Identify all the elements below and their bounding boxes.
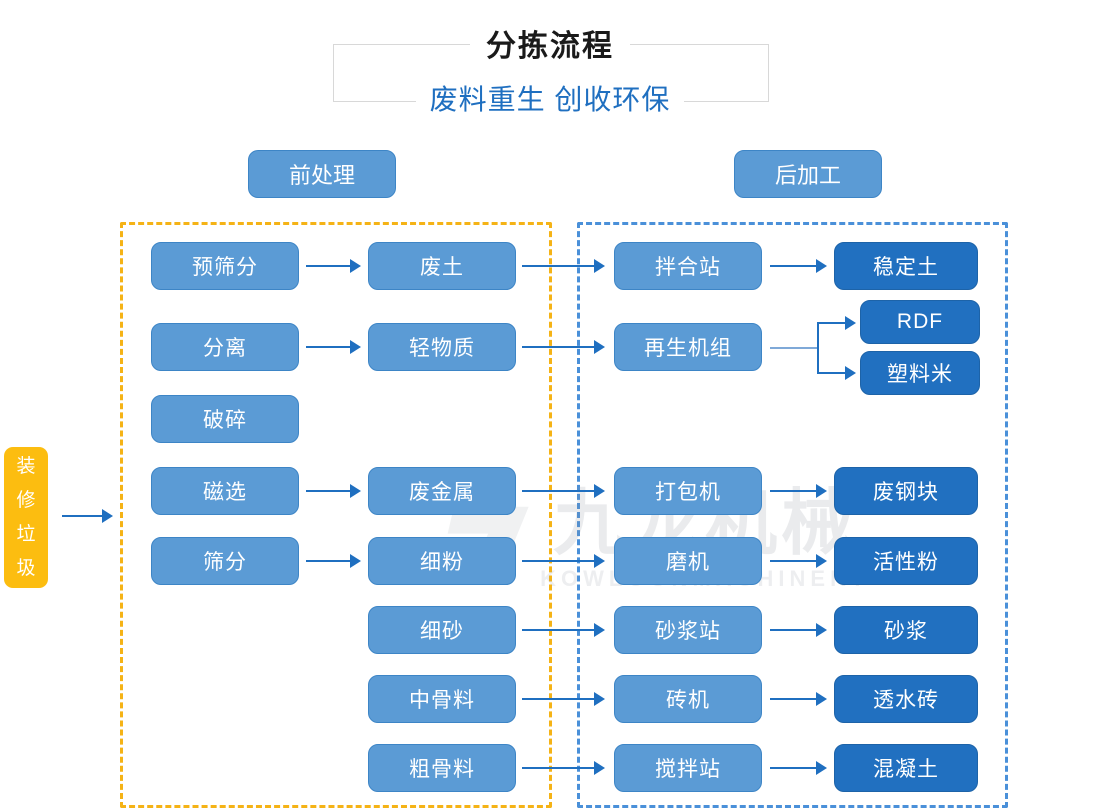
node-coarse-aggregate[interactable]: 粗骨料 (368, 744, 516, 792)
node-mill[interactable]: 磨机 (614, 537, 762, 585)
connector-separation-to-lightmaterial (306, 346, 352, 348)
connector-recyclingunit-to-rdf (817, 322, 847, 324)
arrowhead-finesand (594, 623, 605, 637)
node-fine-sand[interactable]: 细砂 (368, 606, 516, 654)
arrowhead-mortarstation (816, 623, 827, 637)
node-crushing[interactable]: 破碎 (151, 395, 299, 443)
node-stabilized-soil[interactable]: 稳定土 (834, 242, 978, 290)
section-header-preprocessing[interactable]: 前处理 (248, 150, 396, 198)
node-mixer-station[interactable]: 搅拌站 (614, 744, 762, 792)
input-char-1: 装 (16, 455, 36, 477)
node-brick-machine[interactable]: 砖机 (614, 675, 762, 723)
page-subtitle-text: 废料重生 创收环保 (415, 84, 685, 115)
arrowhead-input (102, 509, 113, 523)
node-mixing-station[interactable]: 拌合站 (614, 242, 762, 290)
node-concrete[interactable]: 混凝土 (834, 744, 978, 792)
arrowhead-mixingstation (816, 259, 827, 273)
arrowhead-wastesoil (594, 259, 605, 273)
arrowhead-mixerstation (816, 761, 827, 775)
arrowhead-separation (350, 340, 361, 354)
node-screening[interactable]: 筛分 (151, 537, 299, 585)
page-subtitle: 废料重生 创收环保 (0, 84, 1100, 115)
arrowhead-rdf (845, 316, 856, 330)
input-node-renovation-waste[interactable]: 装 修 垃 圾 (4, 447, 48, 588)
arrowhead-finepowder (594, 554, 605, 568)
connector-coarseaggregate-to-mixerstation (522, 767, 596, 769)
arrowhead-plasticpellets (845, 366, 856, 380)
node-mortar-station[interactable]: 砂浆站 (614, 606, 762, 654)
connector-lightmaterial-to-recyclingunit (522, 346, 596, 348)
connector-recyclingunit-stem (770, 347, 818, 349)
node-permeable-brick[interactable]: 透水砖 (834, 675, 978, 723)
connector-mixingstation-to-stabilizedsoil (770, 265, 818, 267)
node-fine-powder[interactable]: 细粉 (368, 537, 516, 585)
input-char-4: 圾 (16, 557, 36, 579)
connector-finepowder-to-mill (522, 560, 596, 562)
node-plastic-pellets[interactable]: 塑料米 (860, 351, 980, 395)
connector-prescreen-to-wastesoil (306, 265, 352, 267)
page-title: 分拣流程 (0, 30, 1100, 63)
input-char-3: 垃 (16, 523, 36, 545)
arrowhead-brickmachine (816, 692, 827, 706)
section-header-postprocessing[interactable]: 后加工 (734, 150, 882, 198)
input-char-2: 修 (16, 489, 36, 511)
node-mortar[interactable]: 砂浆 (834, 606, 978, 654)
group-frame-postprocessing (577, 222, 1008, 808)
connector-brickmachine-to-permeablebrick (770, 698, 818, 700)
node-waste-soil[interactable]: 废土 (368, 242, 516, 290)
connector-wastesoil-to-mixingstation (522, 265, 596, 267)
connector-magnetic-to-scrapmetal (306, 490, 352, 492)
node-scrap-metal[interactable]: 废金属 (368, 467, 516, 515)
connector-scrapmetal-to-baler (522, 490, 596, 492)
arrowhead-coarseaggregate (594, 761, 605, 775)
connector-baler-to-scrapsteel (770, 490, 818, 492)
node-prescreen[interactable]: 预筛分 (151, 242, 299, 290)
node-separation[interactable]: 分离 (151, 323, 299, 371)
group-frame-preprocessing (120, 222, 552, 808)
arrowhead-lightmaterial (594, 340, 605, 354)
node-active-powder[interactable]: 活性粉 (834, 537, 978, 585)
connector-input-to-prescreen (62, 515, 104, 517)
arrowhead-screening (350, 554, 361, 568)
node-baler[interactable]: 打包机 (614, 467, 762, 515)
arrowhead-mill (816, 554, 827, 568)
node-recycling-unit[interactable]: 再生机组 (614, 323, 762, 371)
connector-mediumaggregate-to-brickmachine (522, 698, 596, 700)
node-light-material[interactable]: 轻物质 (368, 323, 516, 371)
arrowhead-prescreen (350, 259, 361, 273)
connector-recyclingunit-split (817, 322, 819, 374)
arrowhead-magnetic (350, 484, 361, 498)
node-medium-aggregate[interactable]: 中骨料 (368, 675, 516, 723)
arrowhead-scrapmetal (594, 484, 605, 498)
connector-recyclingunit-to-plasticpellets (817, 372, 847, 374)
connector-mill-to-activepowder (770, 560, 818, 562)
arrowhead-baler (816, 484, 827, 498)
node-rdf[interactable]: RDF (860, 300, 980, 344)
connector-screening-to-finepowder (306, 560, 352, 562)
connector-mortarstation-to-mortar (770, 629, 818, 631)
node-scrap-steel[interactable]: 废钢块 (834, 467, 978, 515)
arrowhead-mediumaggregate (594, 692, 605, 706)
page-title-text: 分拣流程 (470, 30, 630, 63)
connector-finesand-to-mortarstation (522, 629, 596, 631)
connector-mixerstation-to-concrete (770, 767, 818, 769)
node-magnetic-separation[interactable]: 磁选 (151, 467, 299, 515)
